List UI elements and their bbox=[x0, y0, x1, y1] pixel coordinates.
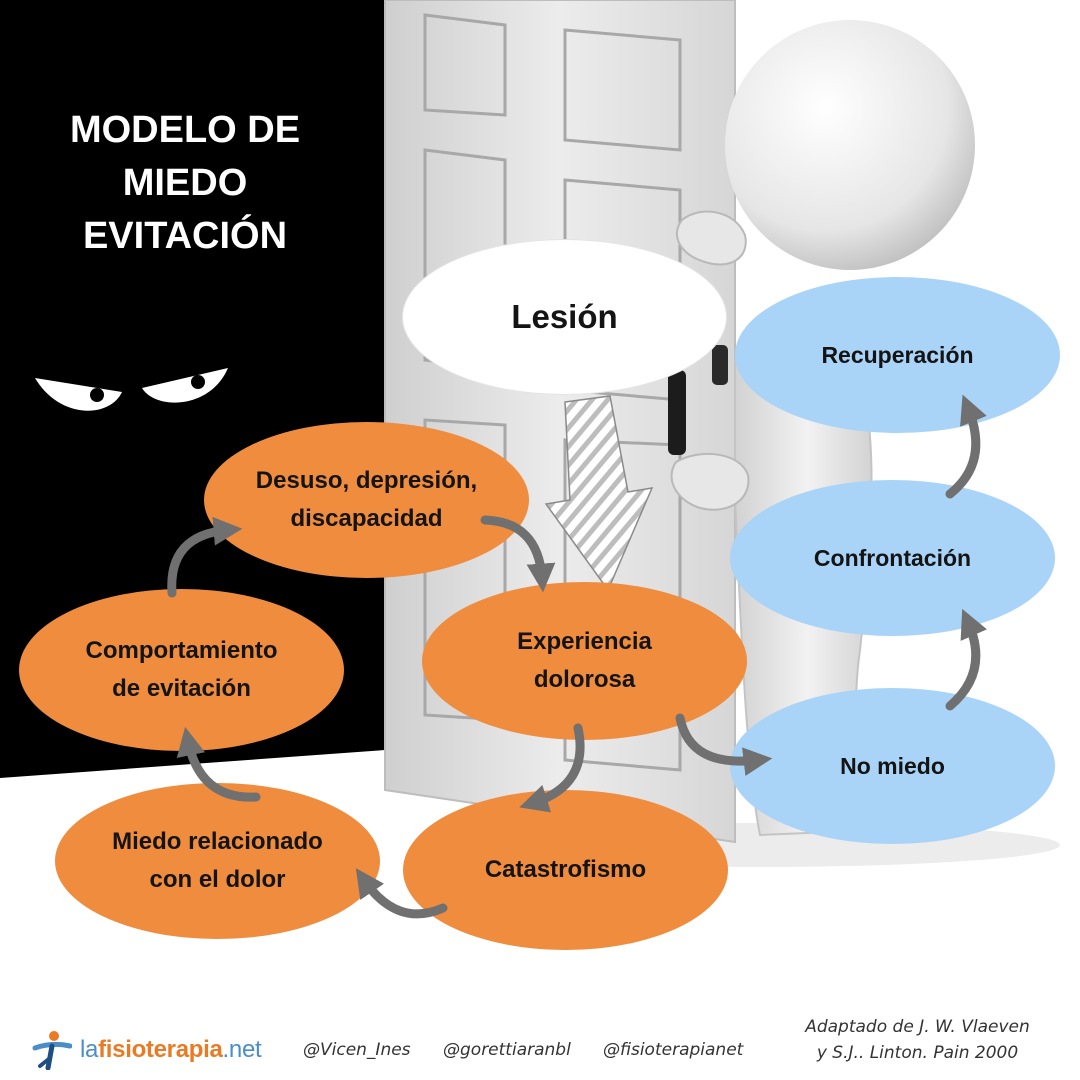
logo-part-3: .net bbox=[222, 1036, 262, 1063]
logo-text: lafisioterapia.net bbox=[80, 1036, 262, 1064]
node-experiencia-line-2: dolorosa bbox=[533, 666, 636, 693]
node-desuso: Desuso, depresión, discapacidad bbox=[204, 422, 529, 578]
eyes-icon bbox=[35, 368, 228, 411]
node-experiencia: Experiencia dolorosa bbox=[422, 582, 747, 740]
node-experiencia-line-1: Experiencia bbox=[517, 628, 652, 655]
node-recuperacion-label: Recuperación bbox=[821, 342, 974, 368]
runner-logo-icon bbox=[32, 1031, 72, 1070]
node-catastrofismo: Catastrofismo bbox=[403, 790, 728, 950]
node-desuso-line-1: Desuso, depresión, bbox=[255, 467, 478, 494]
credit-line-1: Adaptado de J. W. Vlaeven bbox=[805, 1017, 1030, 1037]
node-recuperacion: Recuperación bbox=[735, 277, 1060, 433]
source-credit: Adaptado de J. W. Vlaeven y S.J.. Linton… bbox=[790, 1014, 1045, 1066]
node-desuso-line-2: discapacidad bbox=[290, 505, 443, 532]
node-lesion-label: Lesión bbox=[511, 298, 618, 335]
node-no-miedo-label: No miedo bbox=[840, 753, 945, 779]
handle-fisioterapianet: @fisioterapianet bbox=[603, 1040, 744, 1060]
page-title: MODELO DE MIEDO EVITACIÓN bbox=[40, 104, 330, 263]
node-miedo-line-2: con el dolor bbox=[149, 866, 286, 893]
handle-vicen-ines: @Vicen_Ines bbox=[303, 1040, 411, 1060]
logo-part-2: fisioterapia bbox=[98, 1036, 223, 1063]
node-lesion: Lesión bbox=[403, 240, 726, 394]
node-comportamiento-line-2: de evitación bbox=[112, 675, 251, 702]
node-confrontacion: Confrontación bbox=[730, 480, 1055, 636]
node-comportamiento: Comportamiento de evitación bbox=[19, 589, 344, 751]
title-line-2: MIEDO bbox=[122, 162, 248, 204]
node-catastrofismo-label: Catastrofismo bbox=[484, 856, 647, 883]
title-line-1: MODELO DE bbox=[69, 109, 301, 151]
logo-part-1: la bbox=[80, 1036, 99, 1063]
node-confrontacion-label: Confrontación bbox=[813, 545, 972, 571]
node-comportamiento-line-1: Comportamiento bbox=[85, 637, 278, 664]
handle-gorettiaranbl: @gorettiaranbl bbox=[443, 1040, 571, 1060]
credit-line-2: y S.J.. Linton. Pain 2000 bbox=[816, 1043, 1019, 1063]
hatched-arrow bbox=[544, 395, 654, 592]
node-miedo: Miedo relacionado con el dolor bbox=[55, 783, 380, 939]
site-logo: lafisioterapia.net bbox=[32, 1030, 262, 1070]
node-miedo-line-1: Miedo relacionado bbox=[112, 828, 323, 855]
title-line-3: EVITACIÓN bbox=[82, 215, 288, 257]
node-no-miedo: No miedo bbox=[730, 688, 1055, 844]
